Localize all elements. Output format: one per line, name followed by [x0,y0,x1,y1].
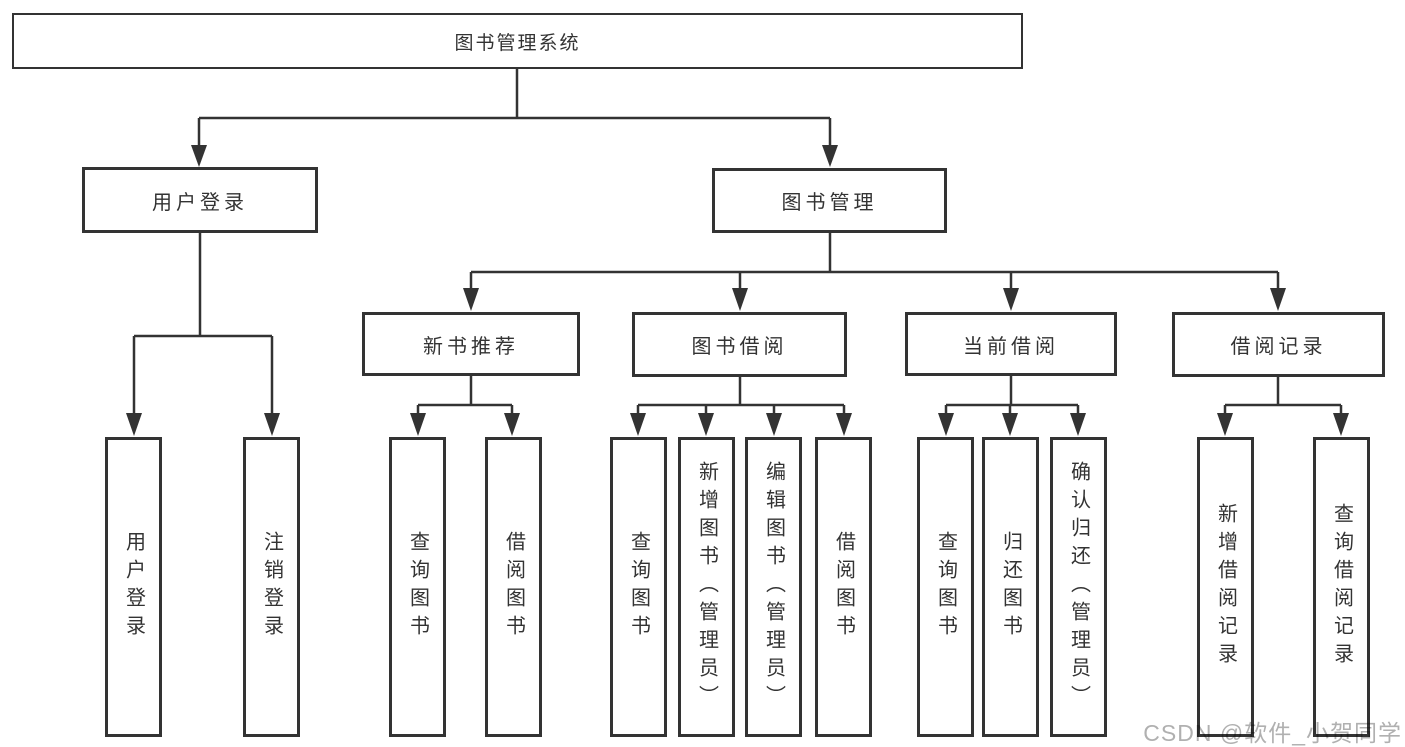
leaf-borrow-borrow-books: 借阅图书 [815,437,872,737]
leaf-label: 注销登录 [260,531,283,643]
leaf-label: 查询图书 [627,531,650,643]
leaf-newbook-borrow-books: 借阅图书 [485,437,542,737]
leaf-current-query-books: 查询图书 [917,437,974,737]
leaf-label: 新增借阅记录 [1214,503,1237,671]
leaf-borrow-edit-books-admin: 编辑图书（管理员） [745,437,802,737]
node-label: 借阅记录 [1230,336,1327,358]
leaf-label: 借阅图书 [502,531,525,643]
node-user-login: 用户登录 [82,167,318,233]
leaf-label: 归还图书 [999,531,1022,643]
arrowheads [126,145,1349,436]
node-label: 图书借阅 [691,336,788,358]
node-book-borrowing: 图书借阅 [632,312,847,377]
node-borrowing-records: 借阅记录 [1172,312,1385,377]
leaf-label: 新增图书（管理员） [695,461,718,713]
leaf-label: 用户登录 [122,531,145,643]
leaf-records-add-record: 新增借阅记录 [1197,437,1254,737]
leaf-label: 查询图书 [934,531,957,643]
leaf-label: 查询图书 [406,531,429,643]
csdn-watermark: CSDN @软件_小贺同学 [1143,720,1402,746]
node-library-management-system: 图书管理系统 [12,13,1023,69]
leaf-label: 确认归还（管理员） [1067,461,1090,713]
leaf-newbook-query-books: 查询图书 [389,437,446,737]
leaf-label: 查询借阅记录 [1330,503,1353,671]
node-current-borrowing: 当前借阅 [905,312,1117,376]
node-label: 图书管理系统 [454,32,581,54]
node-book-management: 图书管理 [712,168,947,233]
leaf-logout: 注销登录 [243,437,300,737]
node-new-book-recommendation: 新书推荐 [362,312,580,376]
leaf-current-confirm-return-admin: 确认归还（管理员） [1050,437,1107,737]
connector-segments [132,69,1343,415]
node-label: 图书管理 [781,192,878,214]
leaf-records-query-record: 查询借阅记录 [1313,437,1370,737]
leaf-user-login: 用户登录 [105,437,162,737]
leaf-current-return-books: 归还图书 [982,437,1039,737]
node-label: 新书推荐 [423,335,519,358]
leaf-label: 编辑图书（管理员） [762,461,785,713]
node-label: 用户登录 [152,191,248,214]
leaf-borrow-query-books: 查询图书 [610,437,667,737]
node-label: 当前借阅 [963,335,1059,358]
leaf-label: 借阅图书 [832,531,855,643]
leaf-borrow-add-books-admin: 新增图书（管理员） [678,437,735,737]
